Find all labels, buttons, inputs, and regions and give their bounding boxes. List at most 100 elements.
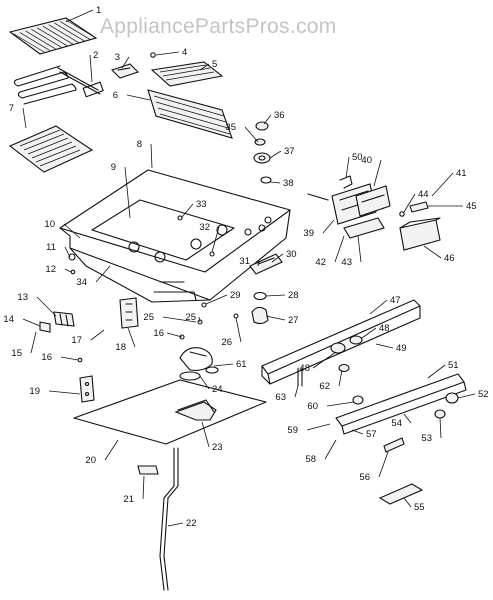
part-55-plate (378, 483, 424, 505)
callout-44: 44 (418, 189, 429, 200)
callout-50: 50 (352, 152, 363, 163)
part-8-cooktop (59, 169, 291, 303)
leader-line-5 (199, 63, 210, 71)
part-27-knob (251, 306, 269, 325)
callout-36: 36 (274, 110, 285, 121)
part-31-switch-housing (249, 253, 283, 275)
leader-line-9 (124, 166, 131, 219)
part-24-valve (179, 347, 219, 381)
leader-line-57 (351, 429, 364, 435)
leader-line-28 (265, 294, 286, 297)
callout-2: 2 (93, 50, 98, 61)
callout-54: 54 (391, 418, 402, 429)
part-47-manifold (261, 299, 421, 385)
part-5-vent-panel (150, 61, 224, 87)
part-13-bracket (53, 311, 75, 327)
part-28-grommet (253, 291, 267, 301)
callout-59: 59 (287, 425, 298, 436)
leader-line-24 (199, 375, 210, 390)
leader-line-47 (369, 299, 388, 315)
leader-line-25 (162, 316, 197, 323)
callout-63: 63 (275, 392, 286, 403)
callout-56: 56 (359, 472, 370, 483)
part-62-valve (338, 363, 350, 373)
leader-line-18 (127, 327, 136, 348)
callout-33: 33 (196, 199, 207, 210)
leader-line-32 (211, 226, 220, 253)
leader-line-13 (36, 296, 57, 317)
leader-line-40 (373, 159, 382, 187)
leader-line-16 (166, 332, 183, 338)
callout-61: 61 (236, 359, 247, 370)
callout-27: 27 (288, 315, 299, 326)
leader-line-58 (324, 439, 337, 460)
part-21-rod (137, 465, 159, 475)
leader-line-52 (457, 393, 476, 399)
leader-line-60 (326, 401, 355, 407)
part-54-rail (335, 373, 467, 435)
leader-line-34 (95, 265, 111, 283)
leader-line-59 (306, 423, 331, 431)
part-7-broiler-grid (8, 125, 94, 173)
leader-line-16 (60, 356, 79, 361)
part-1-grill-grate (8, 17, 98, 55)
callout-39: 39 (303, 228, 314, 239)
leader-line-8 (150, 143, 153, 169)
leader-line-6 (126, 94, 151, 101)
callout-32: 32 (199, 222, 210, 233)
part-48-valve (330, 335, 363, 354)
callout-25: 25 (185, 312, 196, 323)
part-45-clip (409, 201, 429, 213)
part-20-bottom-panel (73, 379, 267, 445)
leader-line-49 (375, 343, 394, 349)
callout-16: 16 (41, 352, 52, 363)
part-46-housing (399, 217, 441, 251)
part-40-control-housing (355, 185, 391, 217)
callout-25: 25 (143, 312, 154, 323)
callout-10: 10 (44, 219, 55, 230)
callout-29: 29 (230, 290, 241, 301)
leader-line-46 (423, 245, 442, 259)
part-37-bezel (253, 152, 271, 164)
callout-26: 26 (221, 337, 232, 348)
callout-35: 35 (225, 122, 236, 133)
callout-12: 12 (45, 264, 56, 275)
leader-line-48 (361, 327, 377, 339)
grate-bar (65, 19, 97, 39)
leader-line-42 (334, 235, 345, 263)
callout-42: 42 (315, 257, 326, 268)
part-50-bracket (339, 175, 353, 189)
part-35-knob (254, 138, 266, 146)
leader-line-50 (345, 156, 350, 179)
callout-47: 47 (390, 295, 401, 306)
leader-line-21 (142, 475, 145, 500)
grate-bar (42, 25, 74, 45)
callout-11: 11 (46, 242, 56, 253)
leader-line-12 (64, 268, 72, 273)
leader-line-20 (104, 439, 119, 461)
part-38-ring (260, 176, 272, 184)
callout-38: 38 (283, 178, 294, 189)
callout-57: 57 (366, 429, 377, 440)
grate-bar (25, 30, 56, 50)
part-6-vent-grille (147, 89, 233, 139)
leader-line-17 (90, 329, 105, 341)
callout-41: 41 (456, 168, 467, 179)
callout-18: 18 (115, 342, 126, 353)
callout-24: 24 (212, 384, 223, 395)
grate-bar (13, 33, 45, 53)
callout-17: 17 (71, 335, 82, 346)
callout-46: 46 (444, 253, 455, 264)
callout-7: 7 (9, 103, 14, 114)
leader-line-27 (265, 315, 286, 321)
callout-48: 48 (379, 323, 390, 334)
leader-line-23 (201, 421, 210, 448)
leader-line-22 (167, 522, 184, 527)
callout-22: 22 (186, 518, 197, 529)
leader-line-2 (89, 54, 93, 83)
part-4-screw (150, 52, 156, 58)
grate-bar (19, 32, 50, 51)
part-53-valve (434, 409, 446, 419)
